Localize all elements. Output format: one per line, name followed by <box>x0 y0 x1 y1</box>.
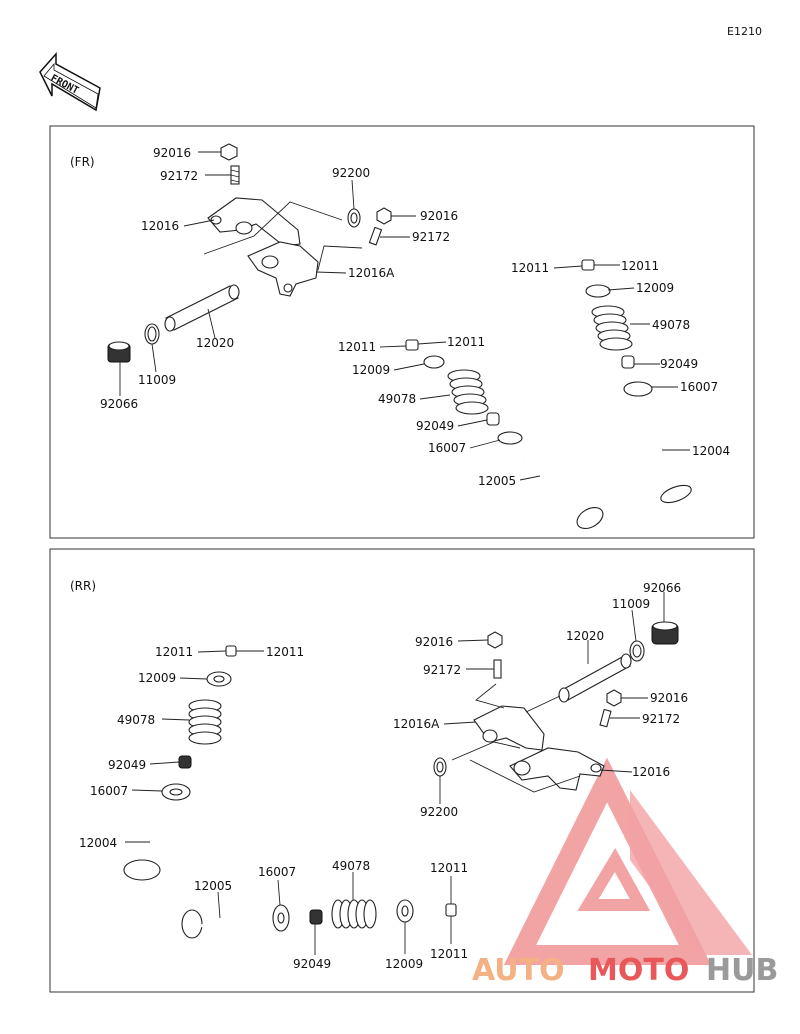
callout-rr-92066: 92066 <box>643 581 681 595</box>
callout-rr-12011-b: 12011 <box>266 645 304 659</box>
callout-fr-92200: 92200 <box>332 166 370 180</box>
fr-parts <box>107 143 692 530</box>
callout-rr-12011-d: 12011 <box>430 947 468 961</box>
callout-fr-12011-a: 12011 <box>338 340 376 354</box>
rocker-arm-12016-rr-icon <box>509 747 605 791</box>
spring-49078-fr-b-icon <box>591 305 633 351</box>
callout-fr-12011-d: 12011 <box>621 259 659 273</box>
seat-16007-fr-a-icon <box>497 431 523 445</box>
callout-rr-12016a: 12016A <box>393 717 440 731</box>
callout-fr-92172: 92172 <box>160 169 198 183</box>
valve-12004-rr-icon <box>123 811 162 881</box>
spring-49078-fr-a-icon <box>447 369 489 415</box>
seal-92049-fr-a-icon <box>486 412 500 426</box>
spring-49078-rr-b-icon <box>331 899 377 929</box>
callout-rr-49078-a: 49078 <box>117 713 155 727</box>
callout-rr-12020: 12020 <box>566 629 604 643</box>
section-rr-label: (RR) <box>70 579 96 593</box>
callout-fr-49078-b: 49078 <box>652 318 690 332</box>
callout-fr-12009: 12009 <box>352 363 390 377</box>
section-fr-frame <box>49 125 755 539</box>
fr-leader-lines <box>119 151 690 481</box>
callout-rr-92049-a: 92049 <box>108 758 146 772</box>
callout-fr-12009-b: 12009 <box>636 281 674 295</box>
fr-callouts: 92016 92172 12016 92200 92016 92172 1201… <box>100 146 730 488</box>
callout-fr-16007-b: 16007 <box>680 380 718 394</box>
callout-fr-92016-b: 92016 <box>420 209 458 223</box>
watermark-moto: MOTO <box>588 953 689 988</box>
keeper-12011-fr-a-icon <box>405 339 419 351</box>
callout-rr-92049-b: 92049 <box>293 957 331 971</box>
watermark-auto: AUTO <box>472 953 565 988</box>
callout-fr-49078: 49078 <box>378 392 416 406</box>
callout-rr-92172-a: 92172 <box>423 663 461 677</box>
callout-fr-12011-c: 12011 <box>511 261 549 275</box>
seal-92049-rr-a-icon <box>178 755 192 769</box>
callout-fr-12016a: 12016A <box>348 266 395 280</box>
callout-fr-16007: 16007 <box>428 441 466 455</box>
callout-rr-12011-a: 12011 <box>155 645 193 659</box>
screw-92172-rr-b-icon <box>599 708 612 728</box>
section-fr-label: (FR) <box>70 155 95 169</box>
screw-92172-right-icon <box>368 226 383 246</box>
rr-leader-lines <box>125 592 665 955</box>
nut-92016-right-icon <box>376 207 392 225</box>
keeper-12011-rr-b-icon <box>445 903 457 917</box>
callout-fr-92066: 92066 <box>100 397 138 411</box>
watermark-text: AUTO MOTO HUB <box>472 953 778 988</box>
seat-16007-fr-b-icon <box>623 381 653 397</box>
callout-fr-12016: 12016 <box>141 219 179 233</box>
nut-92016-rr-a-icon <box>487 631 503 649</box>
callout-fr-12020: 12020 <box>196 336 234 350</box>
valve-12005-rr-icon <box>181 909 257 939</box>
nut-92016-icon <box>220 143 238 161</box>
callout-rr-12016: 12016 <box>632 765 670 779</box>
retainer-12009-fr-a-icon <box>423 355 445 369</box>
seal-92049-rr-b-icon <box>309 909 323 925</box>
callout-rr-92016-b: 92016 <box>650 691 688 705</box>
valve-12005-icon <box>522 456 604 530</box>
callout-rr-12005: 12005 <box>194 879 232 893</box>
keeper-12011-rr-a-icon <box>225 645 237 657</box>
retainer-12009-fr-b-icon <box>585 284 611 298</box>
callout-fr-12004: 12004 <box>692 444 730 458</box>
valve-12004-icon <box>642 409 692 504</box>
section-rr-frame <box>49 548 755 993</box>
callout-rr-92200: 92200 <box>420 805 458 819</box>
front-arrow-icon: FRONT <box>39 52 101 112</box>
nut-92016-rr-b-icon <box>606 689 622 707</box>
callout-rr-12009-b: 12009 <box>385 957 423 971</box>
callout-fr-92049: 92049 <box>416 419 454 433</box>
watermark-logo <box>503 757 752 965</box>
callout-rr-92172-b: 92172 <box>642 712 680 726</box>
callout-rr-12009-a: 12009 <box>138 671 176 685</box>
watermark-hub: HUB <box>706 953 778 988</box>
shaft-12020-icon <box>165 285 239 331</box>
callout-rr-16007-a: 16007 <box>90 784 128 798</box>
screw-92172-rr-a-icon <box>493 659 502 679</box>
callout-fr-92016: 92016 <box>153 146 191 160</box>
rocker-arm-12016a-rr-icon <box>473 705 545 751</box>
callout-fr-92172-b: 92172 <box>412 230 450 244</box>
callout-rr-12004: 12004 <box>79 836 117 850</box>
seal-92049-fr-b-icon <box>621 355 635 369</box>
page-code: E1210 <box>727 25 762 38</box>
callout-fr-11009: 11009 <box>138 373 176 387</box>
callout-rr-16007-b: 16007 <box>258 865 296 879</box>
callout-fr-92049-b: 92049 <box>660 357 698 371</box>
callout-fr-12011-b: 12011 <box>447 335 485 349</box>
rocker-arm-12016a-icon <box>247 241 319 297</box>
callout-fr-12005: 12005 <box>478 474 516 488</box>
keeper-12011-fr-b-icon <box>581 259 595 271</box>
callout-rr-12011-c: 12011 <box>430 861 468 875</box>
rr-parts <box>123 621 679 939</box>
spring-49078-rr-a-icon <box>188 699 222 745</box>
callout-rr-49078-b: 49078 <box>332 859 370 873</box>
callout-rr-11009: 11009 <box>612 597 650 611</box>
callout-rr-92016-a: 92016 <box>415 635 453 649</box>
rr-callouts: 12011 12011 12009 49078 92049 16007 1200… <box>79 581 688 971</box>
